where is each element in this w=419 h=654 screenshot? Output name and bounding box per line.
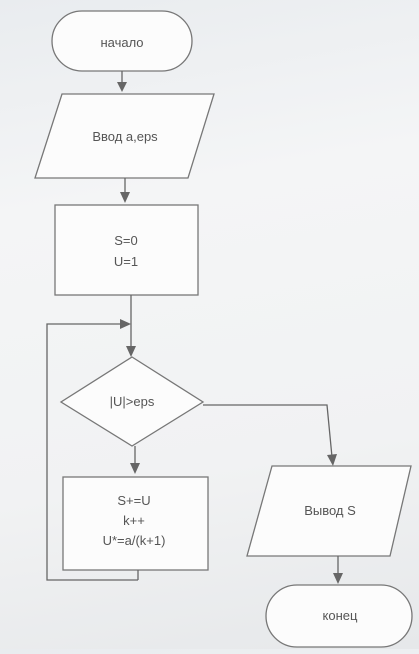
arrowhead xyxy=(333,573,343,584)
loop-body-line-2: k++ xyxy=(123,513,145,528)
input-label: Ввод a,eps xyxy=(92,129,158,144)
loop-body-line-1: S+=U xyxy=(117,493,150,508)
init-line-2: U=1 xyxy=(114,254,138,269)
init-process-box xyxy=(54,204,199,296)
condition-diamond xyxy=(59,356,205,447)
output-parallelogram xyxy=(246,465,412,557)
input-parallelogram xyxy=(34,93,215,179)
arrowhead xyxy=(126,346,136,357)
arrowhead xyxy=(327,454,337,466)
loop-body-box xyxy=(62,476,209,571)
end-terminator xyxy=(265,584,413,648)
init-line-1: S=0 xyxy=(114,233,138,248)
loop-back-arrowhead xyxy=(120,319,131,329)
start-label: начало xyxy=(100,35,143,50)
condition-label: |U|>eps xyxy=(110,394,155,409)
output-label: Вывод S xyxy=(304,503,356,518)
end-label: конец xyxy=(323,608,358,623)
arrowhead xyxy=(120,192,130,203)
loop-back-line xyxy=(46,323,138,581)
connector-decision-output xyxy=(203,404,333,458)
loop-body-line-3: U*=a/(k+1) xyxy=(103,533,166,548)
arrowhead xyxy=(117,82,127,92)
arrowhead xyxy=(130,463,140,474)
